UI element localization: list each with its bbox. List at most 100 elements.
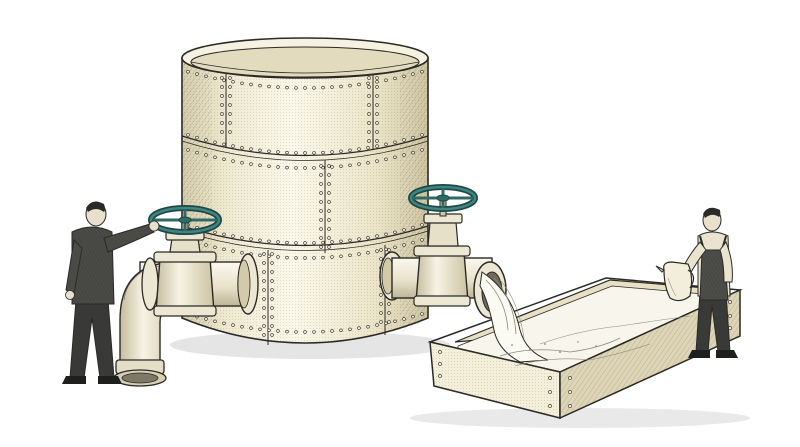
- rivet: [384, 157, 388, 162]
- rivet: [375, 103, 379, 107]
- rivet: [366, 146, 370, 150]
- rivet: [285, 150, 289, 155]
- rivet: [276, 165, 280, 169]
- rivet: [204, 138, 208, 142]
- rivet: [402, 153, 406, 157]
- rivet: [387, 311, 391, 315]
- rivet: [303, 241, 307, 245]
- rivet: [240, 236, 244, 240]
- rivet: [367, 76, 371, 80]
- rivet: [312, 241, 316, 245]
- rivet: [240, 146, 244, 150]
- rivet: [402, 138, 406, 142]
- rivet: [339, 84, 343, 89]
- rivet: [262, 324, 266, 328]
- rivet: [393, 140, 397, 145]
- rivet: [411, 240, 415, 245]
- rivet: [348, 163, 352, 168]
- rivet: [348, 148, 352, 153]
- rivet: [258, 83, 262, 88]
- rivet: [213, 230, 217, 235]
- rivet: [276, 240, 280, 244]
- rivet: [327, 209, 331, 213]
- rivet: [367, 94, 371, 98]
- rivet: [319, 182, 323, 186]
- rivet: [222, 247, 226, 252]
- rivet: [384, 321, 388, 325]
- rivet: [285, 85, 289, 90]
- rivet: [319, 245, 323, 249]
- rivet: [384, 78, 388, 82]
- rivet: [411, 225, 415, 230]
- rivet: [321, 85, 325, 90]
- rivet: [231, 249, 235, 253]
- rivet: [367, 121, 371, 125]
- rivet: [393, 230, 397, 235]
- rivet: [267, 84, 271, 89]
- rivet: [249, 147, 253, 151]
- rivet: [330, 150, 334, 154]
- rivet: [220, 112, 224, 116]
- rivet: [220, 130, 224, 134]
- rivet: [204, 317, 208, 321]
- rivet: [312, 330, 316, 334]
- rivet: [294, 166, 298, 170]
- rivet: [231, 144, 235, 148]
- rivet: [303, 166, 307, 170]
- rivet: [402, 74, 406, 79]
- rivet: [258, 238, 262, 243]
- rivet: [270, 279, 274, 283]
- rivet: [231, 80, 235, 84]
- rivet: [213, 245, 217, 250]
- rivet: [339, 254, 343, 258]
- rivet: [330, 255, 334, 259]
- rivet: [348, 253, 352, 258]
- rivet: [366, 81, 370, 86]
- rivet: [330, 329, 334, 333]
- rivet: [294, 241, 298, 245]
- rivet: [249, 326, 253, 330]
- rivet: [321, 255, 325, 260]
- rivet: [222, 321, 226, 325]
- rivet: [375, 121, 379, 125]
- rivet: [379, 293, 383, 297]
- rivet: [303, 256, 307, 260]
- rivet: [222, 142, 226, 147]
- rivet: [294, 330, 298, 334]
- rivet: [357, 162, 361, 166]
- rivet: [319, 164, 323, 168]
- rivet: [312, 166, 316, 170]
- rivet: [222, 78, 226, 82]
- rivet: [367, 130, 371, 134]
- rivet: [375, 76, 379, 80]
- rivet: [186, 133, 190, 137]
- rivet: [379, 248, 383, 252]
- rivet: [393, 76, 397, 81]
- rivet: [375, 323, 379, 327]
- rivet: [294, 86, 298, 90]
- rivet: [213, 140, 217, 145]
- rivet: [379, 257, 383, 261]
- rivet: [367, 112, 371, 116]
- worker-with-pitcher: [655, 207, 738, 358]
- rivet: [393, 245, 397, 250]
- rivet: [367, 103, 371, 107]
- rivet: [319, 218, 323, 222]
- rivet: [276, 150, 280, 154]
- rivet: [262, 315, 266, 319]
- rivet: [411, 135, 415, 140]
- worker-turning-valve: [62, 201, 160, 384]
- rivet: [262, 270, 266, 274]
- rivet: [222, 232, 226, 237]
- rivet: [420, 312, 424, 316]
- rivet: [319, 227, 323, 231]
- rivet: [249, 82, 253, 87]
- rivet: [393, 319, 397, 323]
- rivet: [367, 139, 371, 143]
- rivet: [262, 306, 266, 310]
- rivet: [375, 234, 379, 238]
- rivet: [357, 252, 361, 256]
- rivet: [303, 330, 307, 334]
- rivet: [249, 162, 253, 166]
